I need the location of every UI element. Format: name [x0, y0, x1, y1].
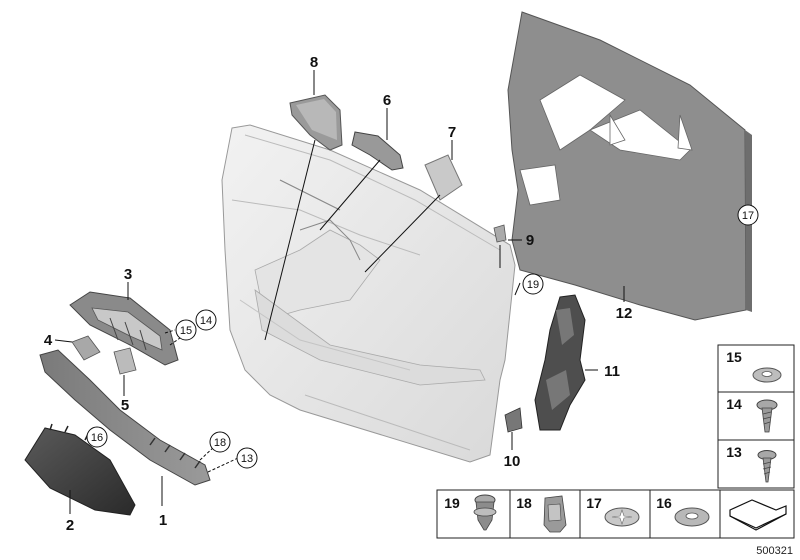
svg-text:19: 19 — [527, 279, 539, 291]
washer-icon — [752, 367, 782, 383]
svg-text:15: 15 — [180, 325, 192, 337]
door-panel — [221, 124, 516, 463]
leader-lines — [54, 70, 625, 514]
circled-19: 19 — [522, 273, 544, 295]
circled-15: 15 — [175, 319, 197, 341]
circled-13: 13 — [236, 447, 258, 469]
handle-bracket — [351, 131, 404, 171]
trim-strip — [39, 349, 211, 486]
small-switch-bracket — [113, 347, 137, 375]
clip-nut-icon — [543, 495, 567, 533]
circled-callouts: 13 14 15 16 17 18 19 — [86, 204, 759, 469]
callout-12: 12 — [616, 305, 633, 322]
legend-19-label: 19 — [444, 495, 460, 511]
side-bracket — [534, 294, 586, 431]
small-clip — [493, 224, 507, 243]
screw-icon — [756, 399, 778, 433]
svg-text:17: 17 — [742, 210, 754, 222]
legend-18-label: 18 — [516, 495, 532, 511]
circled-18: 18 — [209, 431, 231, 453]
legend-bottom: 19 18 17 16 — [436, 489, 795, 539]
screw-washer-icon — [757, 450, 777, 483]
switch-cap — [71, 335, 101, 361]
legend-13-label: 13 — [726, 444, 742, 460]
legend-16-label: 16 — [656, 495, 672, 511]
callout-2: 2 — [66, 517, 74, 534]
callout-7: 7 — [448, 124, 456, 141]
tweeter-cover — [289, 94, 343, 151]
legend-14-label: 14 — [726, 396, 742, 412]
legend-17-label: 17 — [586, 495, 602, 511]
callout-3: 3 — [124, 266, 132, 283]
cover-plate — [424, 154, 463, 201]
legend-15-label: 15 — [726, 349, 742, 365]
callout-10: 10 — [504, 453, 521, 470]
callout-1: 1 — [159, 512, 167, 529]
switch-panel-frame — [69, 291, 179, 366]
legend-right: 15 14 13 — [717, 344, 795, 489]
svg-text:18: 18 — [214, 437, 226, 449]
arrow-symbol-icon — [729, 499, 787, 531]
callout-6: 6 — [383, 92, 391, 109]
svg-text:16: 16 — [91, 432, 103, 444]
insulation-sheet — [507, 11, 752, 321]
speed-nut-icon — [674, 507, 710, 527]
map-pocket — [24, 423, 136, 516]
circled-14: 14 — [195, 309, 217, 331]
callout-8: 8 — [310, 54, 318, 71]
callout-labels: 1 2 3 4 5 6 7 8 9 10 11 12 — [44, 54, 633, 534]
circled-17: 17 — [737, 204, 759, 226]
callout-4: 4 — [44, 332, 53, 349]
diagram-reference-number: 500321 — [756, 545, 793, 557]
svg-text:13: 13 — [241, 453, 253, 465]
callout-11: 11 — [604, 363, 620, 380]
callout-9: 9 — [526, 232, 534, 249]
small-cover — [504, 407, 523, 433]
expanding-rivet-icon — [473, 494, 497, 531]
callout-5: 5 — [121, 397, 129, 414]
star-clip-icon — [604, 507, 640, 527]
svg-text:14: 14 — [200, 315, 212, 327]
circled-16: 16 — [86, 426, 108, 448]
